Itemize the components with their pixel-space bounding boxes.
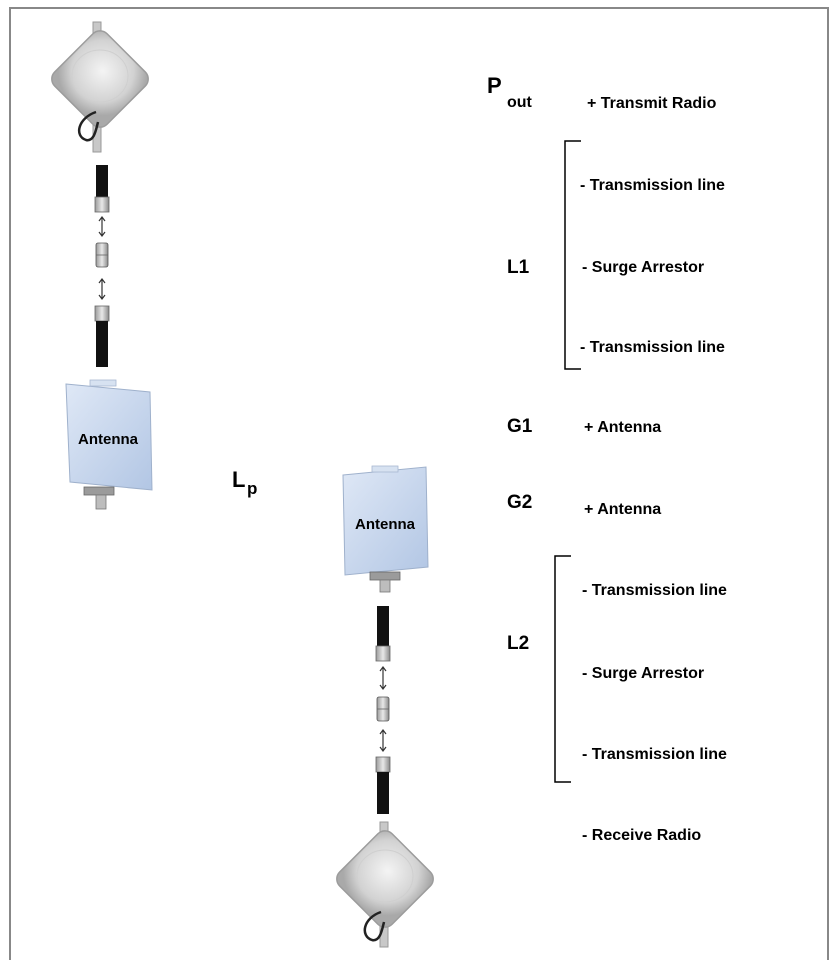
pout-subscript: out [507, 94, 533, 111]
lp-subscript: p [247, 479, 257, 498]
l1-transmission-line-2: - Transmission line [580, 339, 725, 356]
transmission-line-2-icon [94, 305, 110, 367]
l1-bracket [564, 140, 581, 370]
pout-symbol: P [487, 73, 502, 98]
double-arrow-icon [98, 216, 106, 237]
double-arrow-icon [379, 729, 387, 752]
l2-symbol: L2 [507, 633, 529, 654]
diagram-frame [9, 7, 829, 960]
surge-arrestor-1-icon [95, 242, 109, 268]
l2-surge-arrestor: - Surge Arrestor [582, 665, 704, 682]
transmit-radio-icon [51, 21, 149, 153]
transmission-line-4-icon [375, 756, 391, 814]
l1-surge-arrestor: - Surge Arrestor [582, 259, 704, 276]
surge-arrestor-2-icon [376, 696, 390, 722]
g2-antenna-item: + Antenna [584, 501, 661, 518]
l1-symbol: L1 [507, 257, 530, 278]
double-arrow-icon [98, 278, 106, 300]
receive-radio-item: - Receive Radio [582, 827, 701, 844]
transmit-radio-item: + Transmit Radio [587, 95, 717, 112]
g2-symbol: G2 [507, 492, 532, 513]
lp-symbol: L [232, 467, 245, 492]
l1-transmission-line-1: - Transmission line [580, 177, 725, 194]
g1-antenna-item: + Antenna [584, 419, 661, 436]
transmission-line-3-icon [375, 606, 391, 662]
transmit-antenna-icon: Antenna [65, 379, 153, 510]
double-arrow-icon [379, 666, 387, 690]
l2-transmission-line-2: - Transmission line [582, 746, 727, 763]
transmission-line-1-icon [94, 165, 110, 213]
antenna-label: Antenna [78, 431, 139, 448]
receive-radio-icon [336, 821, 434, 948]
l2-transmission-line-1: - Transmission line [582, 582, 727, 599]
receive-antenna-icon: Antenna [342, 465, 429, 593]
g1-symbol: G1 [507, 416, 533, 437]
antenna-label: Antenna [355, 516, 416, 533]
l2-bracket [554, 555, 571, 783]
